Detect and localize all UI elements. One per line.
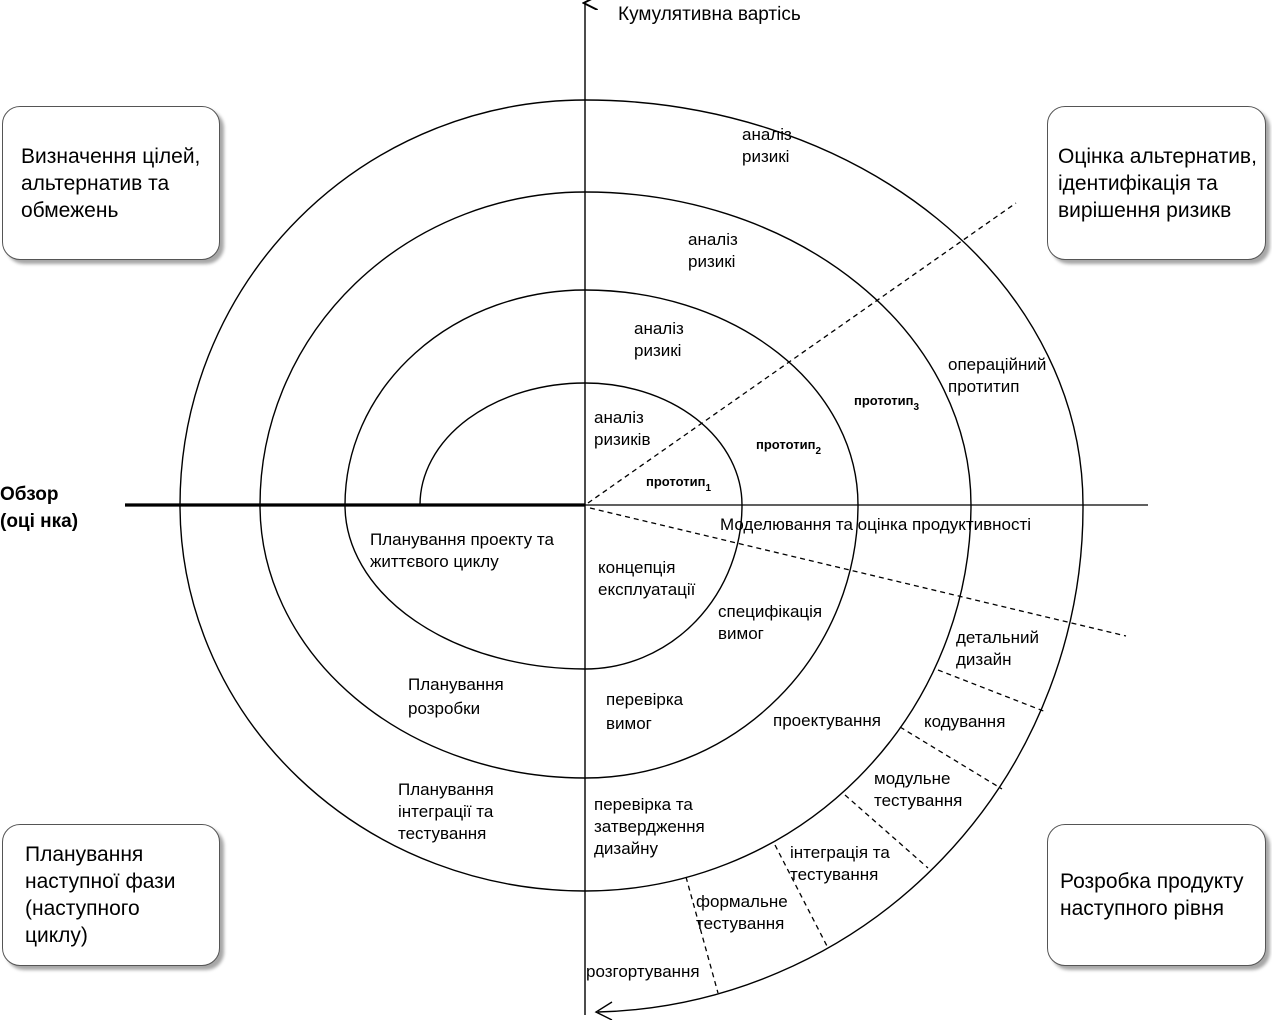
dashed-tick-3 <box>844 794 929 869</box>
quadrant-top-right: Оцінка альтернатив, ідентифікація та вир… <box>1047 106 1266 260</box>
prototype-1: прототип1 <box>646 474 711 494</box>
review-label-2: (оці нка) <box>0 511 78 532</box>
quadrant-top-left-line-1: Визначення цілей, <box>21 144 201 168</box>
dashed-tick-5 <box>685 876 719 994</box>
quadrant-bottom-left-line-4: циклу) <box>25 924 88 947</box>
prototype-2: прототип2 <box>756 437 821 457</box>
deployment-label: розгортування <box>586 962 700 981</box>
dashed-risk-diagonal <box>587 202 1017 504</box>
review-label-1: Обзор <box>0 484 58 505</box>
quadrant-top-left: Визначення цілей, альтернатив та обмежен… <box>2 106 220 260</box>
spiral <box>179 99 1084 1013</box>
quadrant-top-right-line-2: ідентифікація та <box>1058 171 1218 195</box>
coding-label: кодування <box>924 712 1005 731</box>
dashed-tick-1 <box>937 669 1047 713</box>
spiral-turn-1 <box>344 382 743 670</box>
dashed-lines <box>587 202 1127 994</box>
quadrant-top-left-line-2: альтернатив та <box>21 171 170 195</box>
dashed-modeling-diagonal <box>589 507 1127 637</box>
dashed-tick-2 <box>899 726 1003 790</box>
quadrant-bottom-right-line-1: Розробка продукту <box>1060 870 1244 893</box>
quadrant-bottom-right-line-2: наступного рівня <box>1060 897 1224 920</box>
spiral-turn-3 <box>259 191 972 892</box>
spiral-turn-2 <box>259 289 859 779</box>
dashed-tick-4 <box>774 844 829 949</box>
quadrant-bottom-left-line-3: (наступного <box>25 897 140 920</box>
vertical-axis-label: Кумулятивна вартісь <box>618 4 801 25</box>
design-label: проектування <box>773 711 881 730</box>
quadrant-bottom-left: Планування наступної фази (наступного ци… <box>2 824 220 966</box>
modeling-label: Моделювання та оцінка продуктивності <box>720 515 1031 534</box>
prototype-3: прототип3 <box>854 393 919 413</box>
spiral-end-arrow <box>594 1001 613 1020</box>
spiral-outer-left <box>179 99 586 892</box>
quadrant-bottom-left-line-1: Планування <box>25 843 144 866</box>
quadrant-top-right-line-1: Оцінка альтернатив, <box>1058 144 1257 168</box>
quadrant-top-right-line-3: вирішення ризикв <box>1058 198 1232 222</box>
quadrant-bottom-right: Розробка продукту наступного рівня <box>1047 824 1266 966</box>
quadrant-bottom-left-line-2: наступної фази <box>25 870 176 893</box>
quadrant-top-left-line-3: обмежень <box>21 198 119 222</box>
